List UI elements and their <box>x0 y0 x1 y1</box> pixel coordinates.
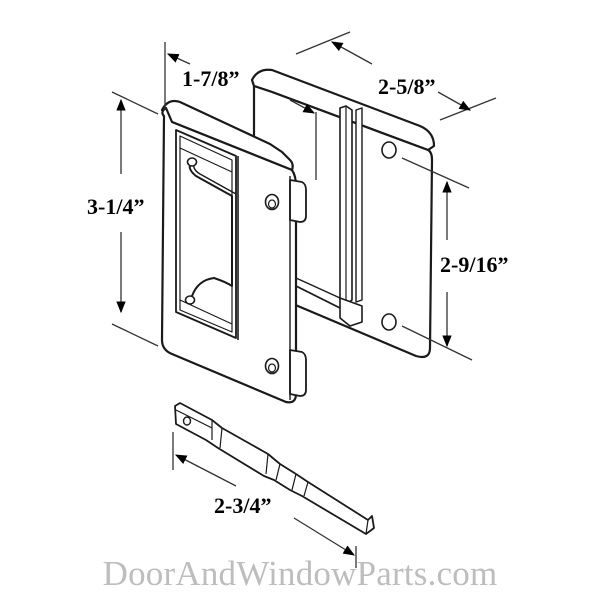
handle-body <box>160 99 307 404</box>
dimension-depth-label: 1-7/8” <box>182 66 240 91</box>
dimension-height-label: 3-1/4” <box>87 194 145 219</box>
keeper-plate <box>250 68 436 359</box>
watermark-text: DoorAndWindowParts.com <box>102 554 498 593</box>
dimension-lever-length-label: 2-3/4” <box>214 493 272 518</box>
latch-lever <box>174 402 375 535</box>
dimension-hole-spacing-label: 2-9/16” <box>440 252 509 277</box>
dimension-width-label: 2-5/8” <box>378 74 436 99</box>
dimension-lines <box>111 31 497 568</box>
